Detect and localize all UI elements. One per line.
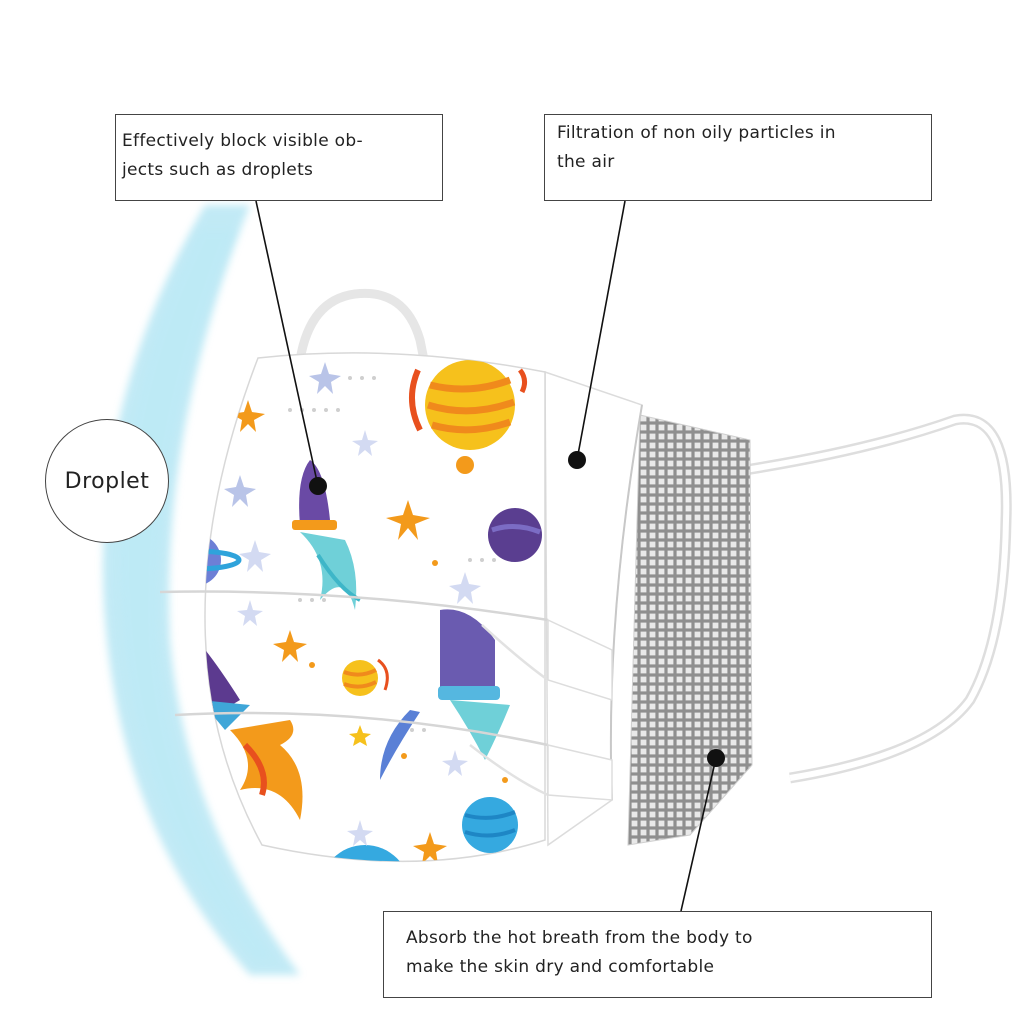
small-orange-planet: [342, 658, 389, 696]
rocket-middle: [438, 609, 510, 760]
marker-inner-layer: [707, 749, 725, 767]
callout-droplets-line1: Effectively block visible ob-: [122, 131, 363, 151]
droplet-label-circle: Droplet: [45, 419, 169, 543]
leader-line-filtration: [576, 200, 626, 461]
ear-loop-left: [295, 288, 430, 366]
callout-markers: [309, 451, 725, 767]
droplet-label-text: Droplet: [64, 468, 150, 494]
leader-line-absorb: [680, 757, 717, 912]
mask-pleats: [159, 590, 549, 797]
leader-lines: [255, 200, 717, 912]
protective-shield: [102, 205, 300, 975]
marker-middle-layer: [568, 451, 586, 469]
callout-droplets-line2: jects such as droplets: [122, 160, 314, 180]
ear-loop-right: [744, 413, 1012, 784]
callout-droplet-blocking: Effectively block visible ob- jects such…: [115, 114, 443, 201]
inner-mesh-layer: [627, 414, 753, 846]
mask-front-panel: [159, 352, 613, 863]
leader-line-droplets: [255, 200, 319, 487]
yellow-planet: [408, 360, 528, 474]
purple-planet-right: [488, 508, 542, 562]
callout-particle-filtration: Filtration of non oily particles in the …: [544, 114, 932, 201]
callout-filtration-line2: the air: [557, 152, 615, 172]
callout-absorb-line1: Absorb the hot breath from the body to: [406, 928, 753, 948]
blue-planet-bottom: [462, 797, 518, 853]
marker-outer-layer: [309, 477, 327, 495]
comet-shape: [380, 710, 420, 780]
callout-breath-absorption: Absorb the hot breath from the body to m…: [383, 911, 932, 998]
callout-absorb-line2: make the skin dry and comfortable: [406, 957, 715, 977]
callout-filtration-line1: Filtration of non oily particles in: [557, 123, 836, 143]
stars: [224, 362, 545, 862]
mask-pleat-edges: [547, 618, 613, 801]
